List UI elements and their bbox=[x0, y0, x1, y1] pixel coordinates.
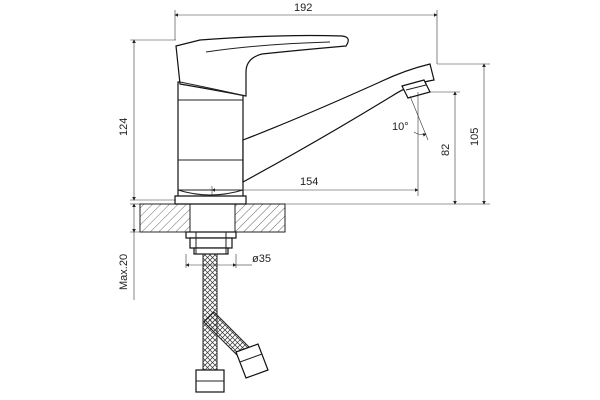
lever-handle bbox=[175, 34, 349, 97]
dimension-lines bbox=[132, 13, 486, 300]
spout bbox=[242, 63, 435, 184]
dim-under-spout-label: 82 bbox=[440, 144, 452, 156]
dim-width-label: 192 bbox=[294, 2, 312, 14]
dim-diameter-label: ø35 bbox=[252, 253, 271, 265]
mounting-hardware bbox=[185, 231, 237, 255]
dim-reach-label: 154 bbox=[300, 176, 318, 188]
dim-max-thickness-label: Max.20 bbox=[118, 254, 130, 290]
dim-outlet-height-label: 105 bbox=[469, 128, 481, 146]
supply-hoses bbox=[195, 253, 269, 393]
dim-height-label: 124 bbox=[118, 118, 130, 136]
faucet-body bbox=[174, 81, 247, 205]
countertop bbox=[139, 203, 286, 233]
dim-angle-label: 10° bbox=[392, 121, 409, 133]
